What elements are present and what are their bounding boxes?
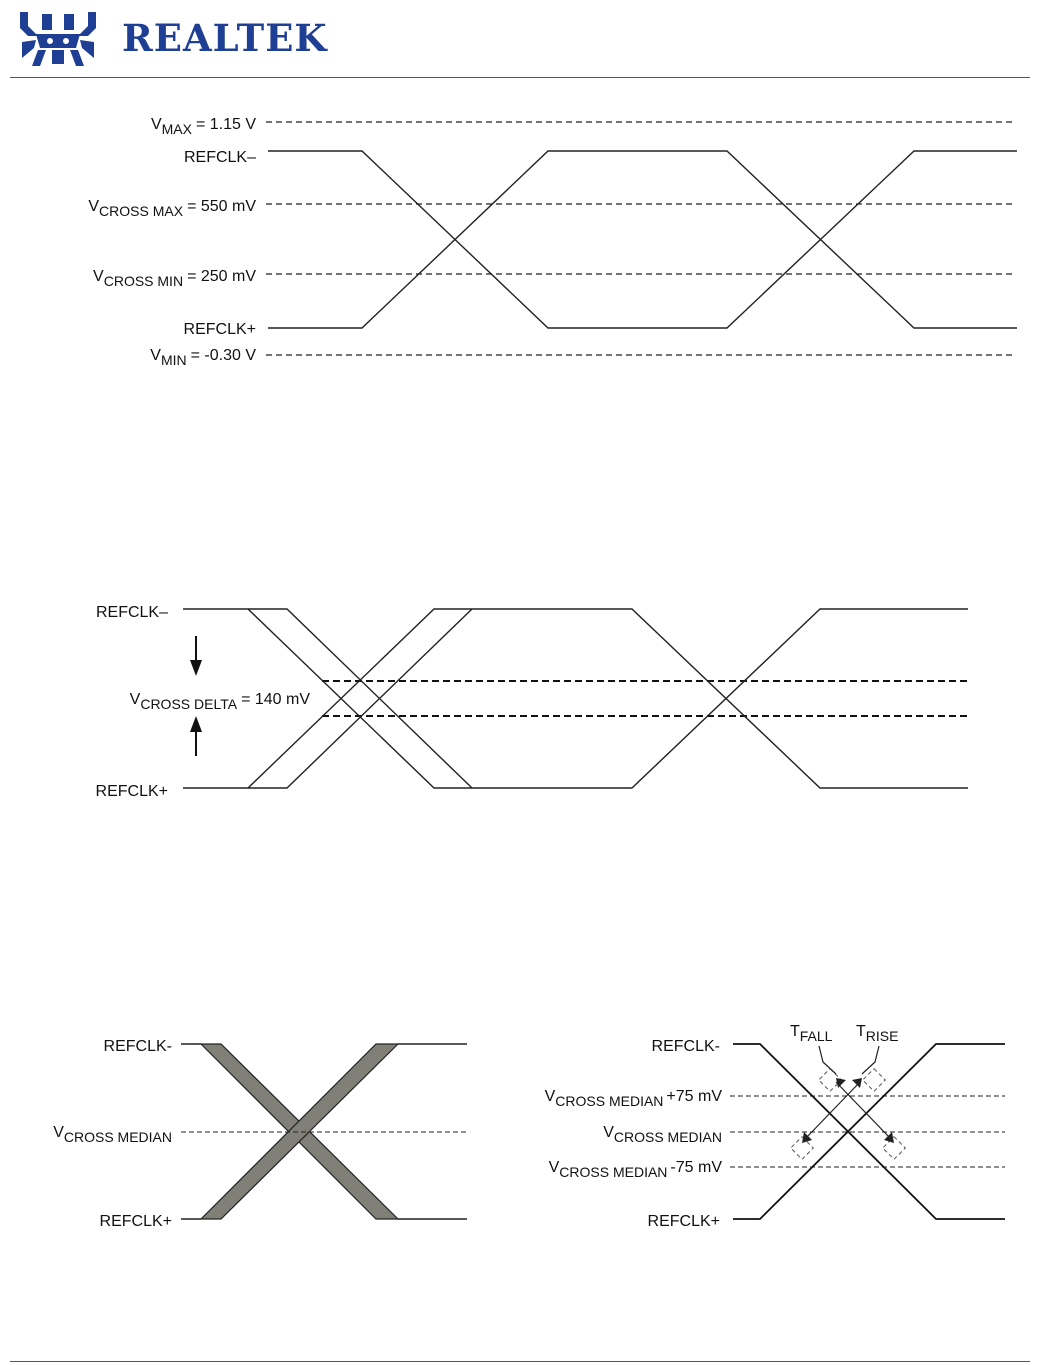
fig3-refclk-minus-label: REFCLK- bbox=[104, 1038, 172, 1055]
median-label: VCROSS MEDIAN bbox=[603, 1124, 722, 1145]
footer-divider bbox=[10, 1361, 1030, 1362]
vcross-delta-label: VCROSS DELTA= 140 mV bbox=[130, 691, 311, 712]
fig4-dashed-levels bbox=[730, 1096, 1005, 1167]
vcross-min-label: VCROSS MIN= 250 mV bbox=[93, 268, 256, 289]
fig3-refclk-plus-label: REFCLK+ bbox=[100, 1213, 172, 1230]
fig2-refclk-minus-label: REFCLK– bbox=[96, 604, 168, 621]
refclk-minus-waveform bbox=[268, 151, 1017, 328]
fig1-dashed-levels bbox=[266, 122, 1012, 355]
pointer-arrowheads bbox=[802, 1078, 894, 1143]
fig2-dashed-levels bbox=[322, 681, 968, 716]
fig3-vcross-median-label: VCROSS MEDIAN bbox=[53, 1124, 172, 1145]
vmin-label: VMIN= -0.30 V bbox=[150, 347, 256, 368]
brand-name: REALTEK bbox=[122, 16, 328, 60]
page-header: REALTEK bbox=[0, 0, 1041, 80]
figure1-voltage-limits-diagram: REFCLK– REFCLK+ VMAX= 1.15 V VCROSS MAX=… bbox=[0, 100, 1041, 390]
tfall-label: TFALL bbox=[790, 1023, 833, 1044]
tfall-trise-pointers bbox=[806, 1046, 890, 1138]
vmax-label: VMAX= 1.15 V bbox=[151, 116, 256, 137]
fig1-refclk-minus-label: REFCLK– bbox=[184, 149, 256, 166]
vcross-max-label: VCROSS MAX= 550 mV bbox=[88, 198, 256, 219]
trise-label: TRISE bbox=[856, 1023, 898, 1044]
fig4-refclk-plus-label: REFCLK+ bbox=[648, 1213, 720, 1230]
median-plus-label: VCROSS MEDIAN+75 mV bbox=[545, 1088, 723, 1109]
figure2-vcross-delta-diagram: REFCLK– REFCLK+ VCROSS DELTA= 140 mV bbox=[0, 590, 1041, 810]
fig4-refclk-minus-label: REFCLK- bbox=[652, 1038, 720, 1055]
measurement-boxes bbox=[791, 1069, 906, 1160]
refclk-plus-waveform bbox=[268, 151, 1017, 328]
realtek-crab-logo-icon bbox=[16, 8, 100, 70]
median-minus-label: VCROSS MEDIAN-75 mV bbox=[549, 1159, 723, 1180]
figure4-rise-fall-time-diagram: REFCLK- REFCLK+ TFALL TRISE VCROSS MEDIA… bbox=[490, 1010, 1030, 1230]
fig1-refclk-plus-label-text: REFCLK+ bbox=[184, 321, 256, 338]
fig2-refclk-plus-label: REFCLK+ bbox=[96, 783, 168, 800]
figure3-vcross-median-band-diagram: REFCLK- REFCLK+ VCROSS MEDIAN bbox=[0, 1030, 520, 1230]
header-divider bbox=[10, 77, 1030, 78]
